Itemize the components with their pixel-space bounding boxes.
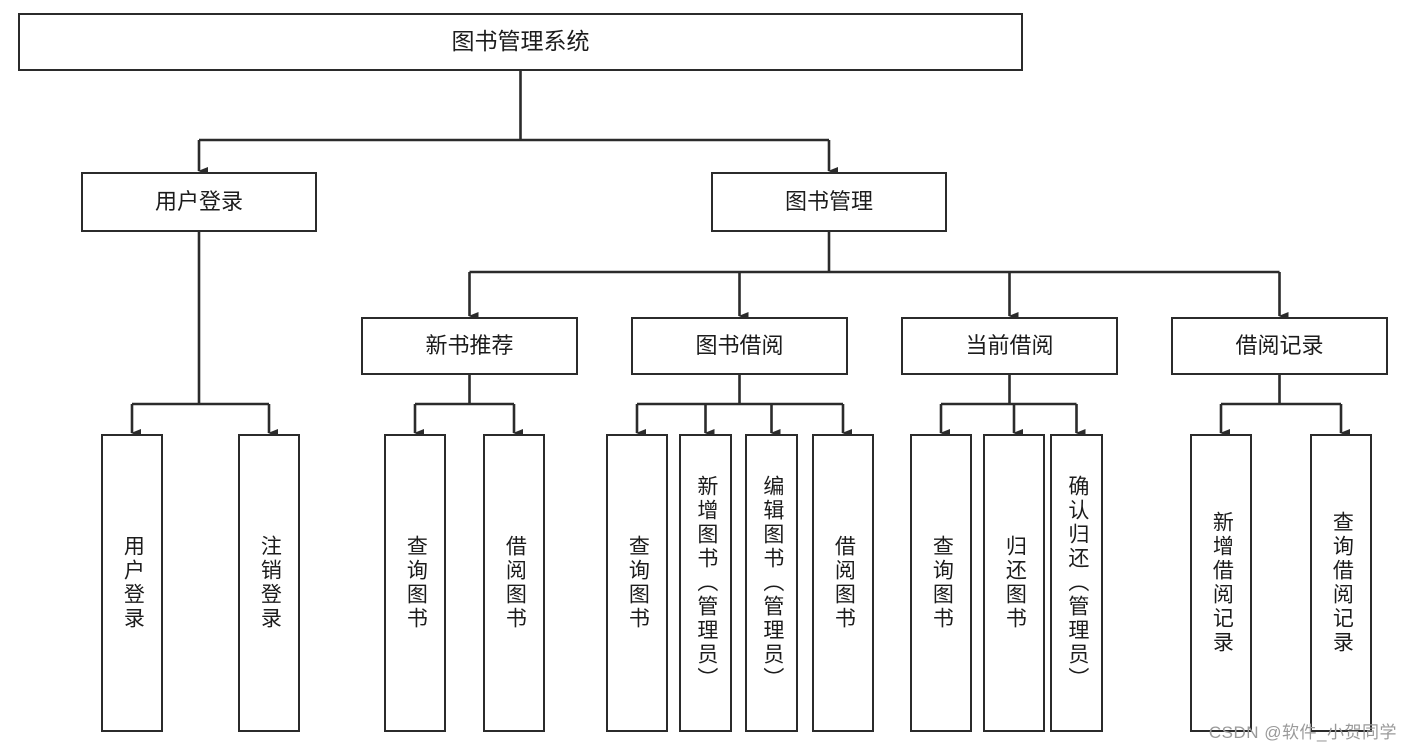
- node-leaf-query-record[interactable]: 查询借阅记录: [1310, 434, 1372, 732]
- node-leaf-query-book-1[interactable]: 查询图书: [384, 434, 446, 732]
- node-label: 查询借阅记录: [1330, 511, 1354, 655]
- node-label: 用户登录: [154, 189, 243, 215]
- node-label: 用户登录: [121, 535, 145, 631]
- node-leaf-user-logout[interactable]: 注销登录: [238, 434, 300, 732]
- node-label: 借阅图书: [503, 535, 527, 631]
- node-label: 新增借阅记录: [1210, 511, 1234, 655]
- node-leaf-edit-book[interactable]: 编辑图书（管理员）: [745, 434, 798, 732]
- node-label: 图书管理: [784, 189, 873, 215]
- node-label: 借阅图书: [832, 535, 856, 631]
- node-label: 编辑图书（管理员）: [760, 475, 784, 691]
- edges-group: [130, 71, 1350, 437]
- node-newbook[interactable]: 新书推荐: [361, 317, 578, 375]
- node-borrow[interactable]: 图书借阅: [631, 317, 848, 375]
- node-leaf-return-book[interactable]: 归还图书: [983, 434, 1045, 732]
- node-current[interactable]: 当前借阅: [901, 317, 1118, 375]
- node-label: 查询图书: [404, 535, 428, 631]
- node-leaf-add-record[interactable]: 新增借阅记录: [1190, 434, 1252, 732]
- node-label: 归还图书: [1003, 535, 1027, 631]
- node-leaf-borrow-book-1[interactable]: 借阅图书: [483, 434, 545, 732]
- node-label: 查询图书: [626, 535, 650, 631]
- node-leaf-borrow-book-2[interactable]: 借阅图书: [812, 434, 874, 732]
- node-records[interactable]: 借阅记录: [1171, 317, 1388, 375]
- node-label: 查询图书: [930, 535, 954, 631]
- node-label: 确认归还（管理员）: [1065, 475, 1089, 691]
- node-login[interactable]: 用户登录: [81, 172, 317, 232]
- node-label: 当前借阅: [965, 333, 1054, 359]
- node-label: 注销登录: [258, 535, 282, 631]
- node-leaf-confirm-return[interactable]: 确认归还（管理员）: [1050, 434, 1103, 732]
- node-label: 图书借阅: [695, 333, 784, 359]
- node-label: 新书推荐: [425, 333, 514, 359]
- node-label: 借阅记录: [1235, 333, 1324, 359]
- node-leaf-query-book-2[interactable]: 查询图书: [606, 434, 668, 732]
- node-bookmgmt[interactable]: 图书管理: [711, 172, 947, 232]
- node-leaf-add-book[interactable]: 新增图书（管理员）: [679, 434, 732, 732]
- node-label: 图书管理系统: [451, 28, 590, 55]
- node-leaf-user-login[interactable]: 用户登录: [101, 434, 163, 732]
- node-label: 新增图书（管理员）: [694, 475, 718, 691]
- node-leaf-query-book-3[interactable]: 查询图书: [910, 434, 972, 732]
- node-root[interactable]: 图书管理系统: [18, 13, 1023, 71]
